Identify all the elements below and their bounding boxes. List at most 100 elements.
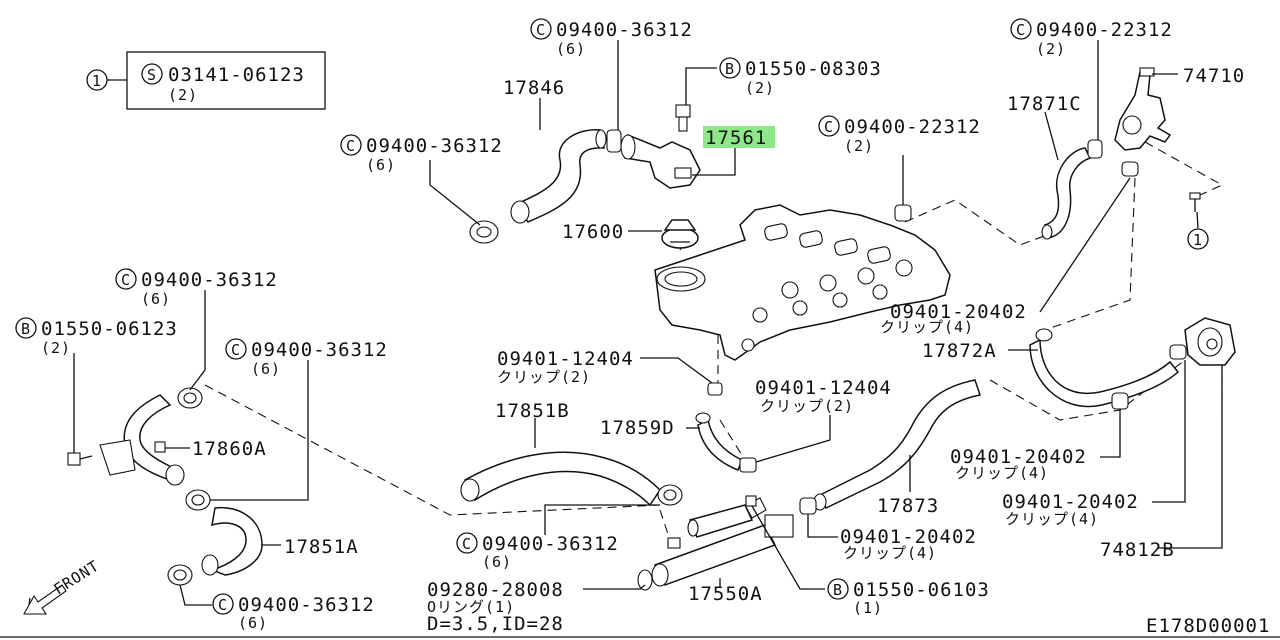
clamp-17846-lower bbox=[469, 220, 499, 244]
svg-text:Oリング(1): Oリング(1) bbox=[427, 598, 515, 616]
prefix-circle-s bbox=[141, 63, 163, 85]
label-17561-highlighted: 17561 bbox=[703, 126, 775, 149]
label-17871c: 17871C bbox=[1007, 93, 1082, 115]
thermostat bbox=[661, 219, 699, 249]
label-74710: 74710 bbox=[1183, 65, 1245, 87]
hose-17846 bbox=[510, 129, 607, 224]
svg-text:09400-22312: 09400-22312 bbox=[844, 116, 981, 138]
intake-manifold bbox=[654, 204, 951, 361]
svg-text:クリップ(2): クリップ(2) bbox=[760, 397, 854, 415]
svg-text:09401-20402: 09401-20402 bbox=[890, 301, 1027, 323]
hose-17860a bbox=[99, 394, 185, 486]
svg-text:09401-20402: 09401-20402 bbox=[1002, 491, 1139, 513]
svg-text:クリップ(2): クリップ(2) bbox=[497, 368, 591, 386]
bolt-06103 bbox=[745, 495, 757, 507]
svg-text:(6): (6) bbox=[251, 360, 281, 378]
label-17873: 17873 bbox=[877, 495, 939, 517]
label-17846: 17846 bbox=[503, 77, 565, 99]
bolt-08303 bbox=[675, 104, 691, 132]
clamp-17851a bbox=[167, 489, 211, 586]
label-17860a: 17860A bbox=[192, 438, 267, 460]
svg-text:1: 1 bbox=[1193, 231, 1203, 249]
label-c-36312-top: C 09400-36312 (6) bbox=[530, 18, 693, 58]
front-arrow: FRONT bbox=[23, 557, 103, 615]
svg-text:クリップ(4): クリップ(4) bbox=[1005, 510, 1099, 528]
svg-text:B: B bbox=[725, 60, 735, 78]
svg-text:(2): (2) bbox=[745, 79, 775, 97]
label-17550a: 17550A bbox=[688, 583, 763, 605]
svg-text:09401-20402: 09401-20402 bbox=[840, 526, 977, 548]
label-17600: 17600 bbox=[562, 221, 624, 243]
svg-text:C: C bbox=[824, 118, 834, 136]
svg-text:09400-36312: 09400-36312 bbox=[141, 269, 278, 291]
clamp-17851b bbox=[657, 484, 683, 506]
svg-text:C: C bbox=[218, 596, 228, 614]
front-label: FRONT bbox=[51, 557, 103, 599]
svg-text:C: C bbox=[121, 271, 131, 289]
svg-text:クリップ(4): クリップ(4) bbox=[843, 544, 937, 562]
hose-17851a bbox=[201, 506, 263, 576]
label-c-22312-top: C 09400-22312 (2) bbox=[1010, 18, 1173, 58]
svg-text:09400-36312: 09400-36312 bbox=[366, 135, 503, 157]
fitting-17550a bbox=[667, 537, 681, 549]
svg-text:09400-36312: 09400-36312 bbox=[238, 594, 375, 616]
label-b-06103: B 01550-06103 (1) bbox=[827, 578, 990, 617]
svg-text:09400-36312: 09400-36312 bbox=[556, 19, 693, 41]
screw-right bbox=[1189, 192, 1201, 212]
clamp-17846-upper bbox=[606, 129, 622, 153]
label-c-36312-bottom: C 09400-36312 (6) bbox=[456, 532, 619, 571]
label-oring: 09280-28008 Oリング(1) D=3.5,ID=28 bbox=[427, 579, 564, 635]
label-b-08303: B 01550-08303 (2) bbox=[719, 57, 882, 97]
diagram-code: E178D00001 bbox=[1146, 615, 1270, 637]
clamp-17860a bbox=[154, 387, 203, 453]
label-c-36312-left2: C 09400-36312 (6) bbox=[225, 338, 388, 378]
svg-text:C: C bbox=[231, 341, 241, 359]
callout-part-number: 03141-06123 bbox=[168, 64, 305, 86]
label-clip-12404-b: 09401-12404 クリップ(2) bbox=[755, 377, 892, 415]
label-clip-20402-c: 09401-20402 クリップ(4) bbox=[1002, 491, 1139, 528]
label-c-36312-bottom-left: C 09400-36312 (6) bbox=[212, 593, 375, 632]
label-c-22312-mid: C 09400-22312 (2) bbox=[818, 115, 981, 155]
svg-text:09400-36312: 09400-36312 bbox=[251, 339, 388, 361]
svg-text:C: C bbox=[346, 137, 356, 155]
bolt-06123 bbox=[67, 452, 93, 466]
svg-text:(6): (6) bbox=[141, 290, 171, 308]
hose-17871c bbox=[1041, 147, 1092, 240]
valve-74710 bbox=[1114, 67, 1172, 151]
clip-17859d bbox=[707, 382, 757, 473]
hose-17859d bbox=[695, 412, 743, 471]
svg-text:(2): (2) bbox=[1036, 40, 1066, 58]
svg-text:01550-08303: 01550-08303 bbox=[745, 58, 882, 80]
svg-text:17561: 17561 bbox=[705, 127, 767, 149]
svg-text:(2): (2) bbox=[41, 339, 71, 357]
svg-text:(6): (6) bbox=[556, 40, 586, 58]
label-c-36312-mid: C 09400-36312 (6) bbox=[340, 134, 503, 174]
label-17872a: 17872A bbox=[922, 340, 997, 362]
svg-text:09401-12404: 09401-12404 bbox=[755, 377, 892, 399]
leader-lines bbox=[73, 40, 1223, 606]
clamp-17871c bbox=[894, 139, 1139, 222]
svg-text:B: B bbox=[833, 581, 843, 599]
label-17851a: 17851A bbox=[284, 536, 359, 558]
thermostat-cover bbox=[620, 133, 701, 189]
hose-17851b bbox=[460, 451, 661, 507]
clamp-17872a bbox=[1111, 344, 1187, 410]
svg-text:01550-06103: 01550-06103 bbox=[853, 579, 990, 601]
callout-box: 1 S 03141-06123 (2) bbox=[86, 51, 326, 110]
label-74812b: 74812B bbox=[1100, 539, 1175, 561]
label-clip-20402-d: 09401-20402 クリップ(4) bbox=[840, 526, 977, 562]
svg-text:09400-22312: 09400-22312 bbox=[1036, 19, 1173, 41]
callout-qty: (2) bbox=[168, 86, 198, 104]
svg-text:09400-36312: 09400-36312 bbox=[482, 533, 619, 555]
svg-text:C: C bbox=[462, 535, 472, 553]
highlight-box bbox=[703, 126, 775, 148]
hose-17872a bbox=[1029, 328, 1180, 408]
label-17851b: 17851B bbox=[495, 400, 570, 422]
label-b-06123: B 01550-06123 (2) bbox=[15, 317, 178, 357]
oring bbox=[637, 569, 653, 591]
svg-text:(1): (1) bbox=[853, 599, 883, 617]
label-clip-12404-a: 09401-12404 クリップ(2) bbox=[497, 348, 633, 386]
svg-text:D=3.5,ID=28: D=3.5,ID=28 bbox=[427, 613, 564, 635]
svg-text:01550-06123: 01550-06123 bbox=[41, 318, 178, 340]
